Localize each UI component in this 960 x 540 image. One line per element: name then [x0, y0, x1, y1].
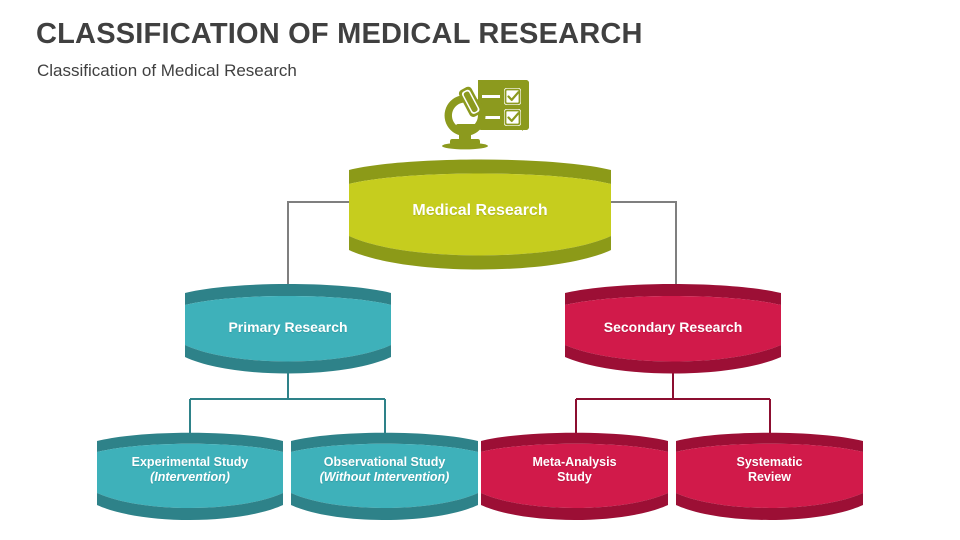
page-subtitle: Classification of Medical Research	[37, 61, 297, 80]
node-medical-research[interactable]: Medical Research	[345, 158, 615, 270]
node-meta-analysis-study[interactable]: Meta-Analysis Study	[479, 432, 670, 520]
microscope-checklist-icon	[432, 78, 537, 156]
node-primary-research[interactable]: Primary Research	[182, 284, 394, 374]
node-systematic-review[interactable]: Systematic Review	[674, 432, 865, 520]
node-secondary-research[interactable]: Secondary Research	[562, 284, 784, 374]
node-observational-study[interactable]: Observational Study (Without Interventio…	[289, 432, 480, 520]
node-experimental-study[interactable]: Experimental Study (Intervention)	[95, 432, 285, 520]
page-title: CLASSIFICATION OF MEDICAL RESEARCH	[36, 18, 643, 50]
